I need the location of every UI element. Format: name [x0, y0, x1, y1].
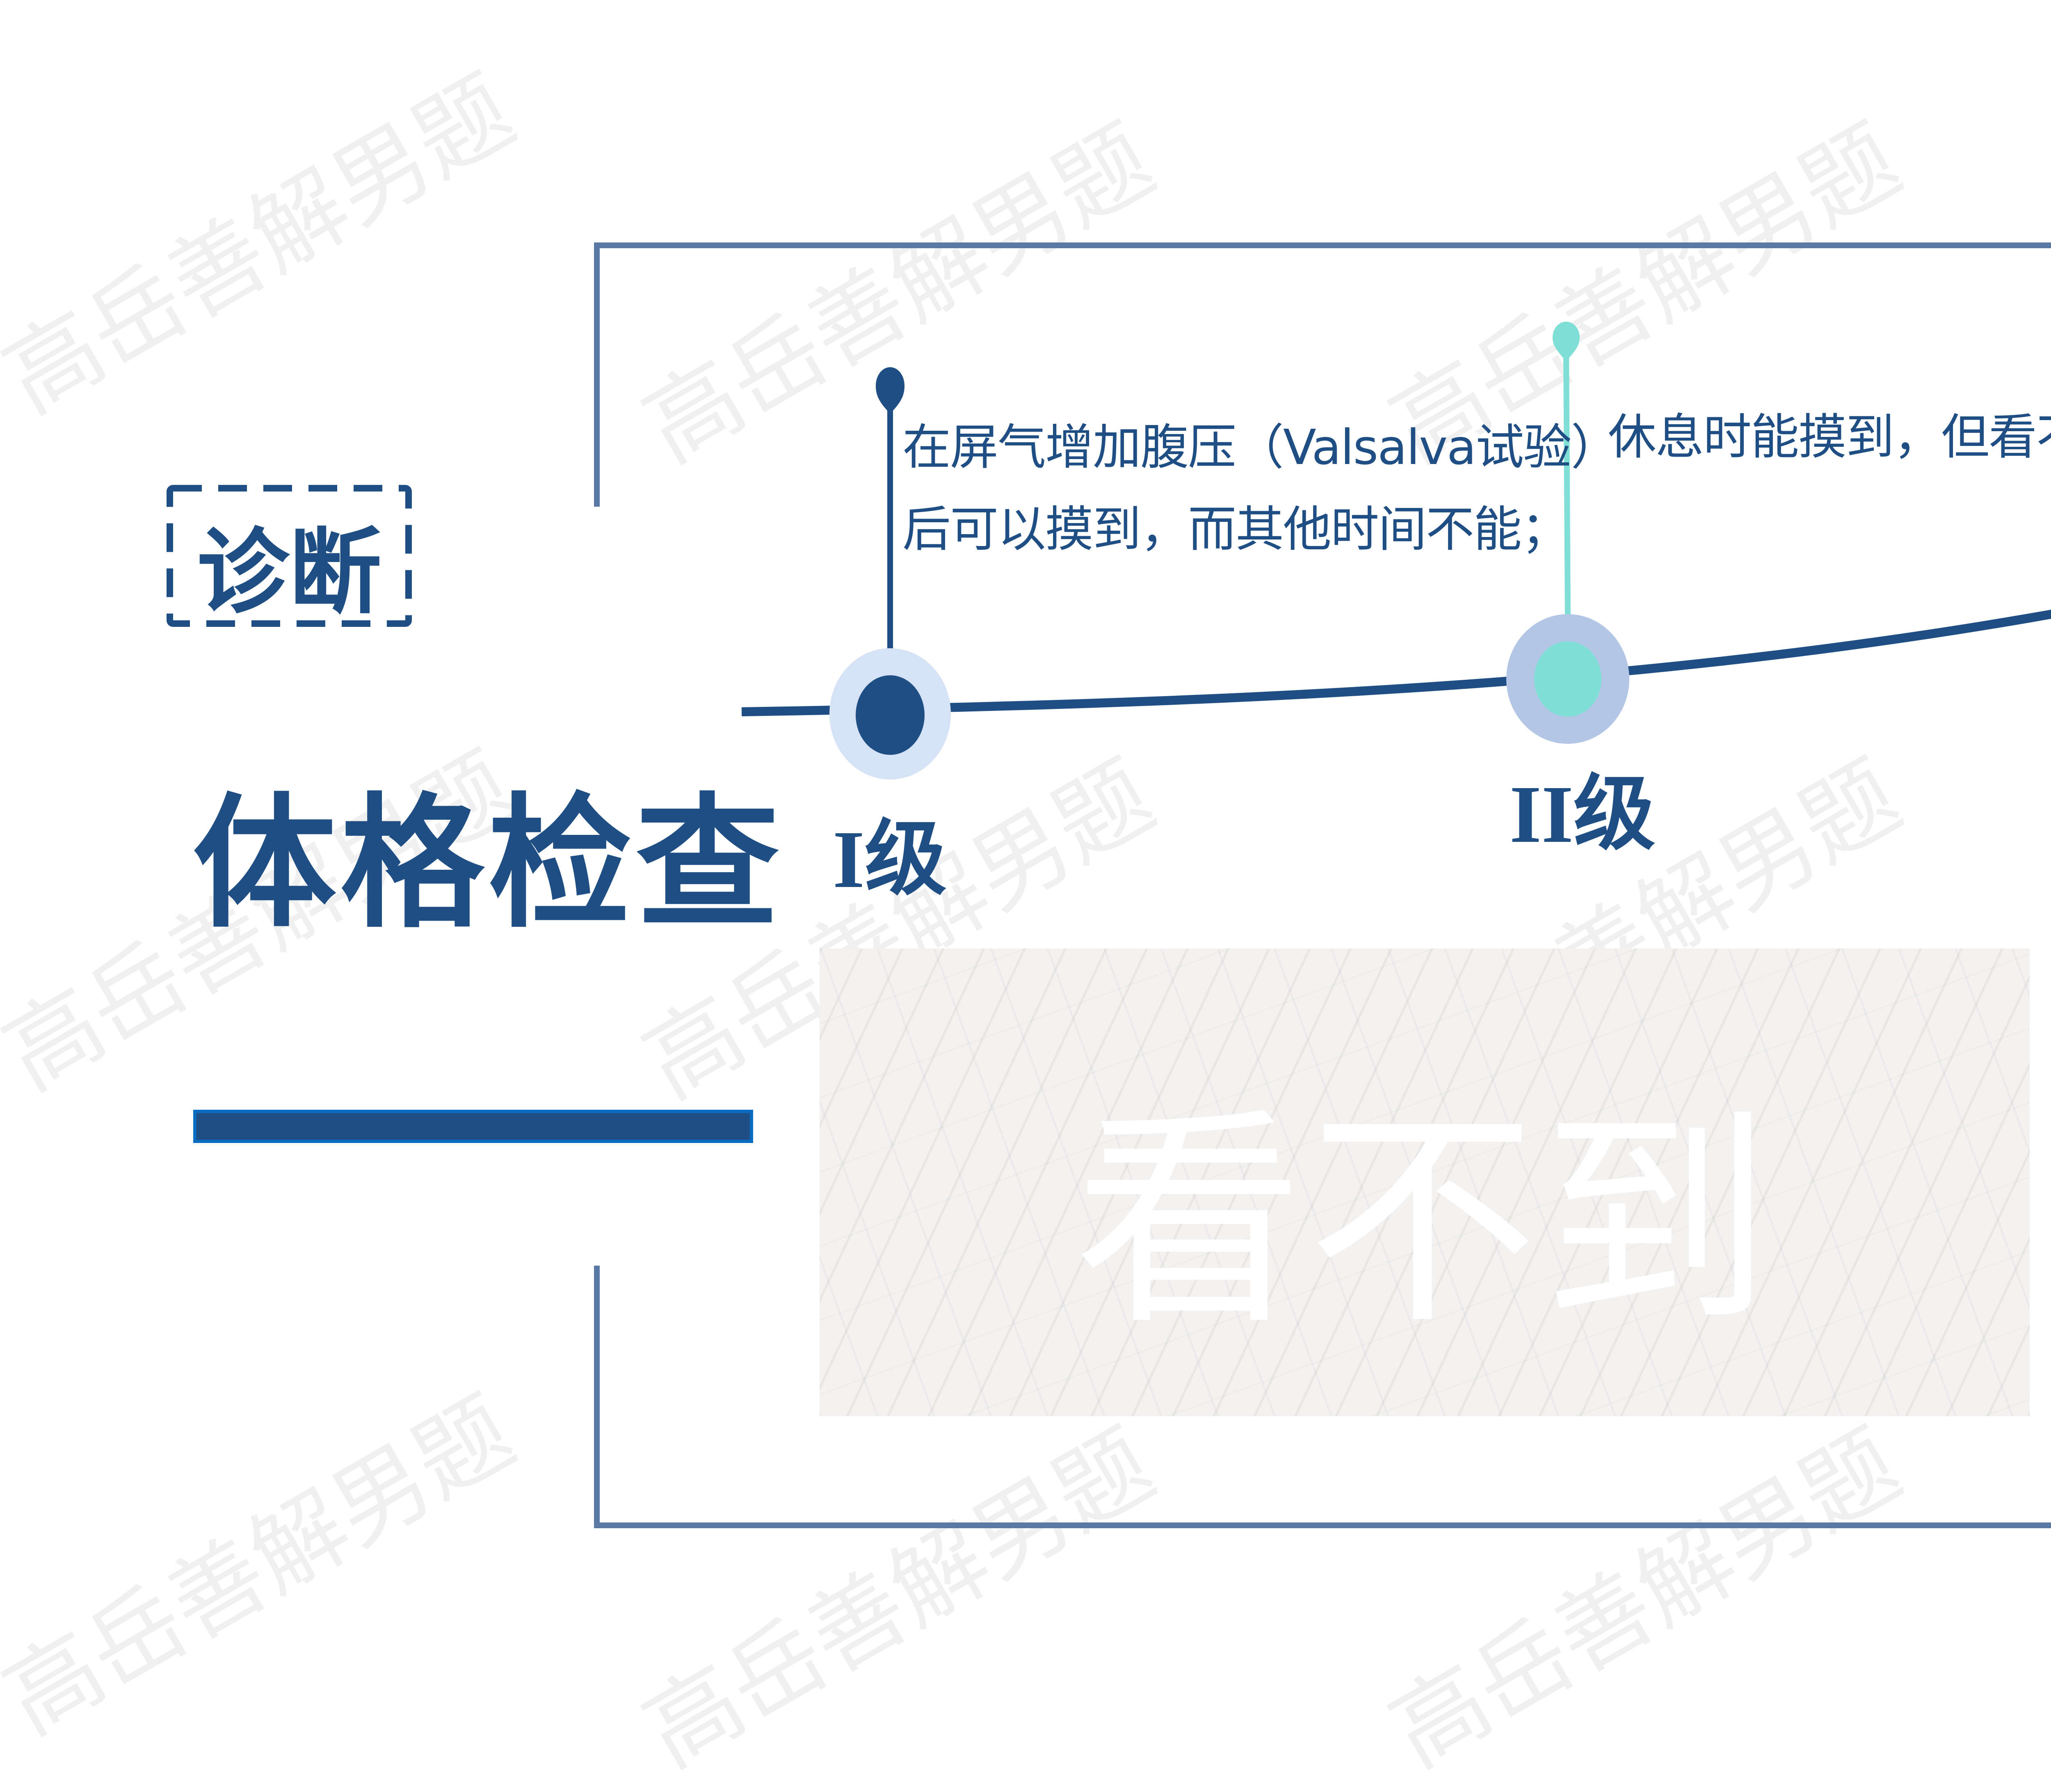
- progression-curve: [741, 610, 2051, 716]
- grade-1-label: I级: [833, 814, 947, 905]
- content-frame: [594, 242, 2051, 1528]
- not-visible-texture-panel: 看不到: [820, 949, 2030, 1416]
- section-tag: 诊断: [197, 519, 381, 626]
- not-visible-label: 看不到: [1074, 1088, 1775, 1355]
- grade-2-marker: [1506, 322, 1629, 744]
- title-underline-bar: [193, 1110, 753, 1143]
- page-title: 体格检查: [193, 780, 783, 947]
- section-tag-box: [167, 485, 412, 627]
- grade-2-label: II级: [1510, 769, 1656, 860]
- grade-1-description-line-1: 在屏气增加腹压（Valsalva试验）: [902, 419, 1619, 475]
- grade-2-description: 休息时能摸到，但看不到；: [1608, 409, 2051, 465]
- grade-1-description-line-2: 后可以摸到，而其他时间不能；: [902, 501, 1569, 558]
- grade-1-marker: [829, 367, 951, 779]
- pin-head-icon: [1553, 322, 1580, 361]
- pin-head-icon: [876, 367, 904, 414]
